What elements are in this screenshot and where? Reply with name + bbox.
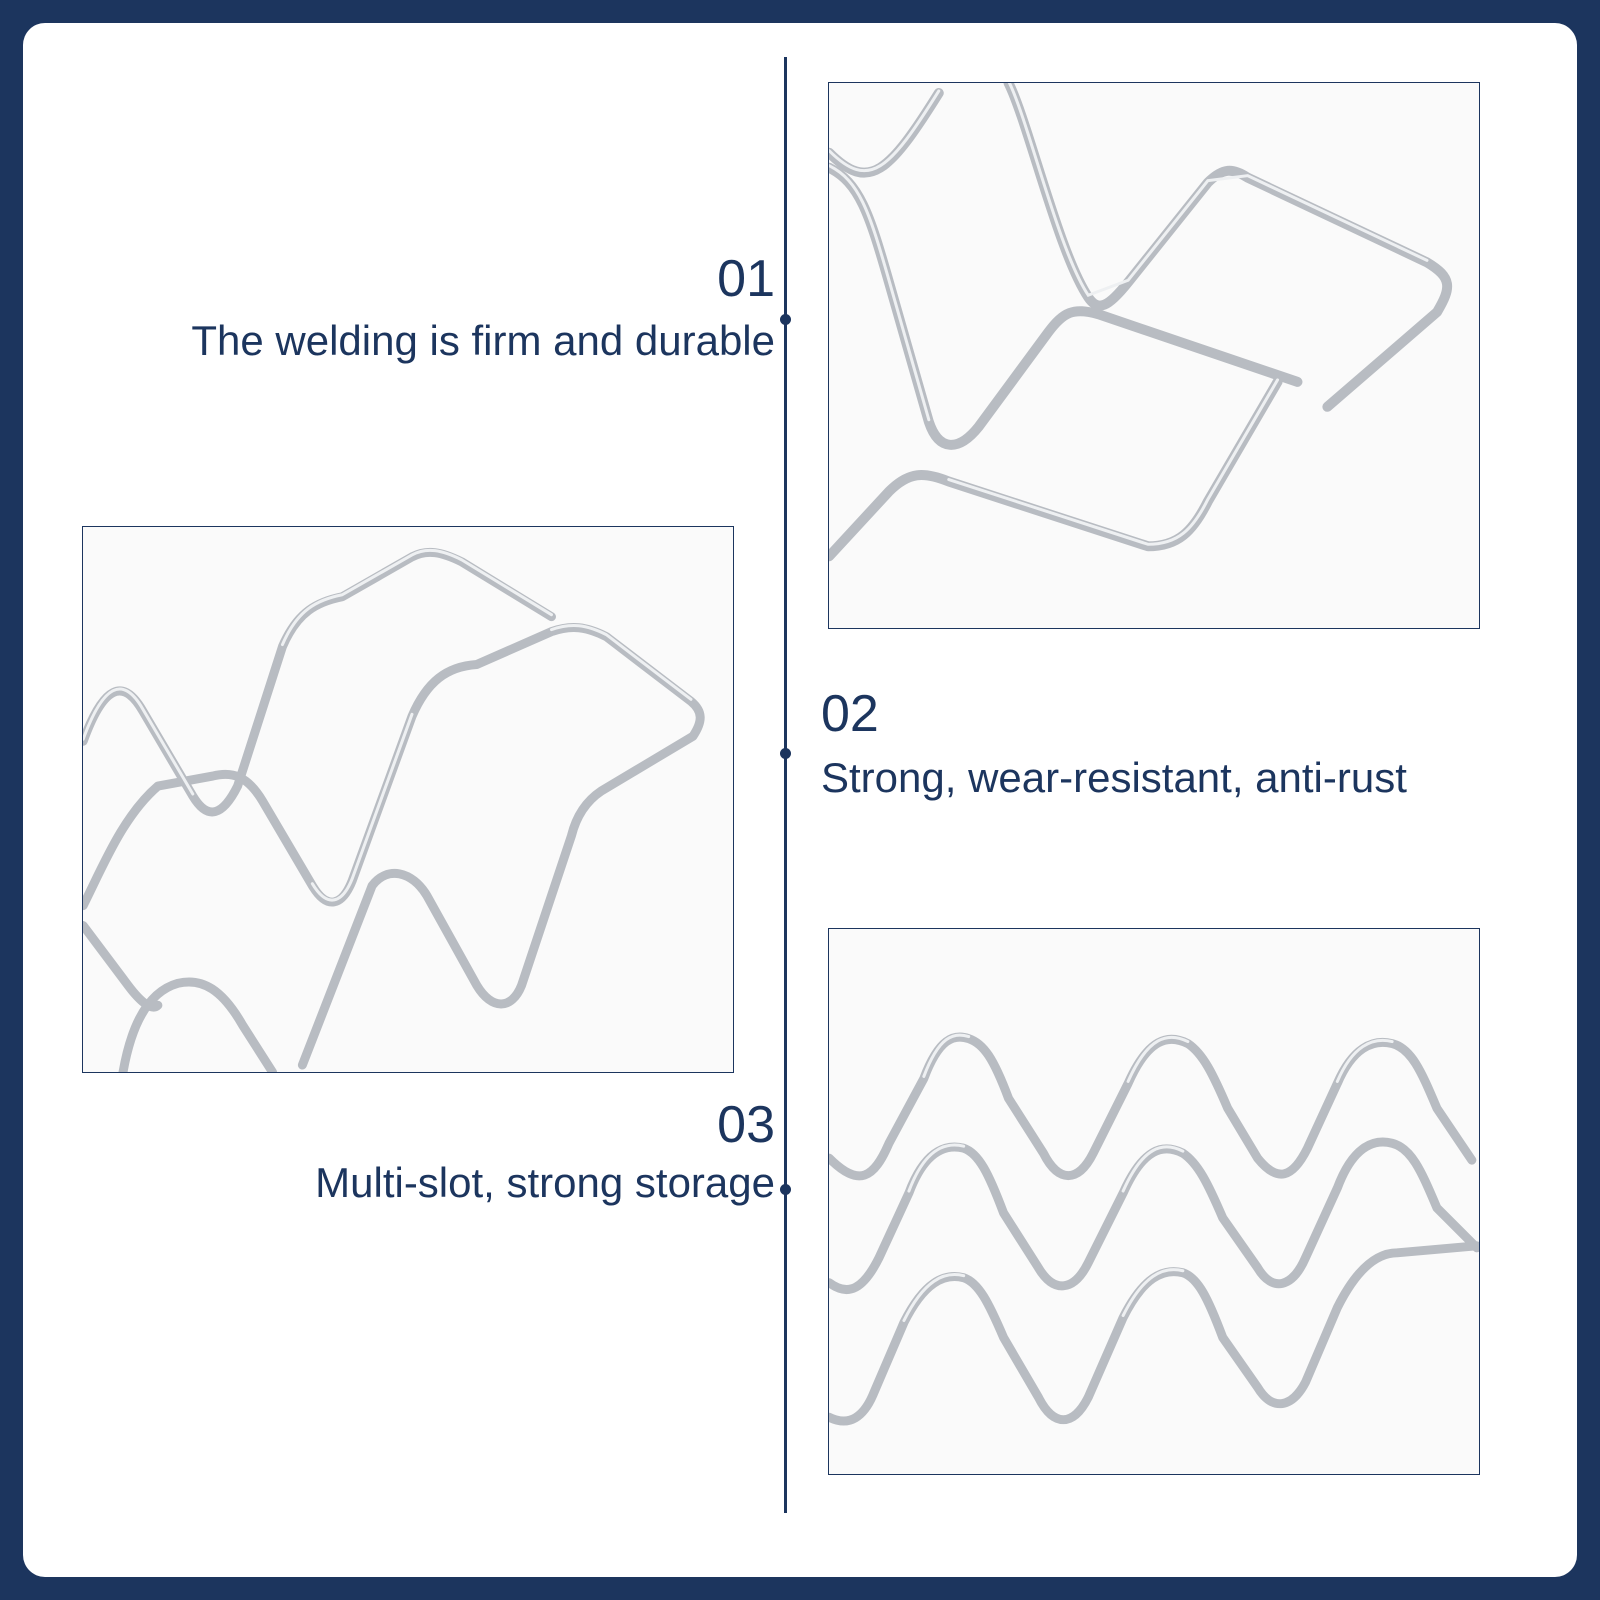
welded-joint-image bbox=[828, 82, 1480, 629]
timeline-dot-03 bbox=[780, 1184, 791, 1195]
multi-slot-image bbox=[828, 928, 1480, 1475]
feature-03-text: Multi-slot, strong storage bbox=[315, 1159, 775, 1206]
wavy-frame-wire-illustration bbox=[83, 547, 705, 1072]
feature-01-number: 01 bbox=[717, 250, 775, 308]
feature-01-text: The welding is firm and durable bbox=[191, 317, 775, 364]
feature-02-text: Strong, wear-resistant, anti-rust bbox=[821, 754, 1407, 801]
feature-02-number: 02 bbox=[821, 685, 879, 743]
timeline-dot-01 bbox=[780, 314, 791, 325]
timeline-dot-02 bbox=[780, 748, 791, 759]
timeline-line bbox=[784, 57, 787, 1513]
feature-card: 01 The welding is firm and durable bbox=[23, 23, 1577, 1577]
feature-03-number: 03 bbox=[717, 1096, 775, 1154]
welded-joint-wire-illustration bbox=[829, 83, 1453, 562]
wavy-frame-image bbox=[82, 526, 734, 1073]
multi-slot-wire-illustration bbox=[829, 1032, 1479, 1426]
